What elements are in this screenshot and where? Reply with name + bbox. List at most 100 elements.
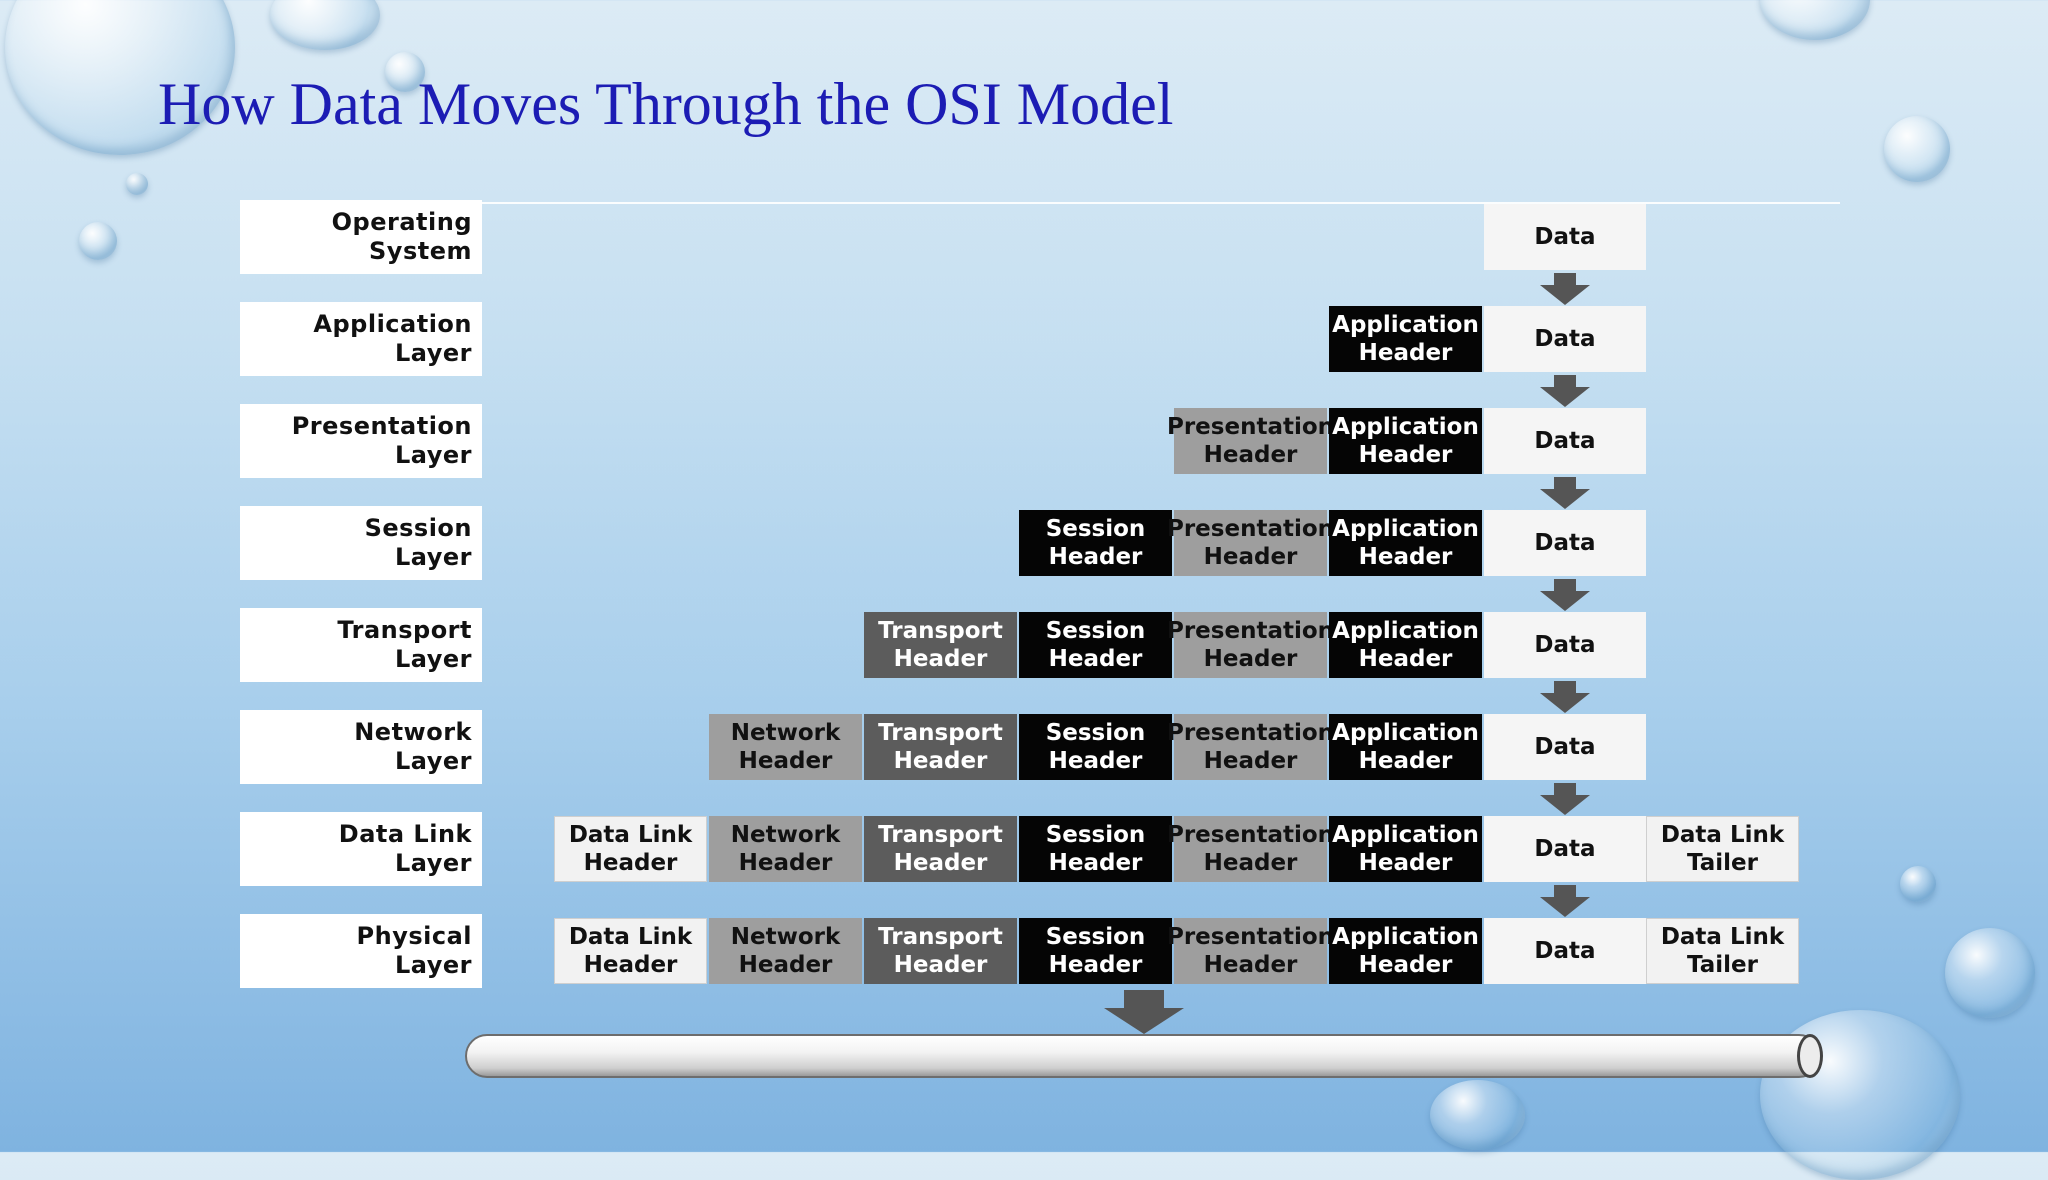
layer-label-line: Layer (394, 543, 472, 571)
layer-label-line: Layer (394, 849, 472, 877)
cell-text-line: Session (1045, 720, 1146, 746)
cell-text-line: Header (1048, 646, 1143, 672)
cell-text-line: Header (1358, 544, 1453, 570)
transmission-medium-pipe (465, 1034, 1821, 1078)
cell-text-line: Header (1048, 544, 1143, 570)
cell-text-line: Header (1203, 442, 1298, 468)
cell-text-line: Data (1534, 224, 1596, 250)
water-droplet-decoration (1945, 928, 2035, 1018)
down-arrow-icon (1540, 273, 1590, 305)
cell-text-line: Application (1332, 414, 1479, 440)
layer-label-line: Operating (331, 208, 472, 236)
cell-text-line: Header (583, 850, 678, 876)
cell-text-line: Data Link (568, 822, 693, 848)
cell-text-line: Application (1332, 618, 1479, 644)
cell-text-line: Data (1534, 632, 1596, 658)
layer-label-line: Transport (337, 616, 472, 644)
data-block: Data (1484, 510, 1646, 576)
data-block: Data (1484, 306, 1646, 372)
layer-label-line: Physical (356, 922, 472, 950)
data-block: Data (1484, 816, 1646, 882)
cell-text-line: Data Link (1660, 822, 1785, 848)
down-arrow-icon (1540, 579, 1590, 611)
down-arrow-icon (1540, 375, 1590, 407)
cell-text-line: Header (1358, 952, 1453, 978)
cell-text-line: Header (1358, 646, 1453, 672)
cell-text-line: Header (738, 748, 833, 774)
cell-text-line: Data (1534, 530, 1596, 556)
cell-text-line: Header (1358, 748, 1453, 774)
cell-text-line: Header (1048, 850, 1143, 876)
water-droplet-decoration (1760, 0, 1870, 40)
layer-label-line: System (369, 237, 472, 265)
cell-text-line: Data (1534, 428, 1596, 454)
cell-text-line: Presentation (1166, 414, 1335, 440)
layer-label-line: Presentation (291, 412, 472, 440)
cell-text-line: Header (1203, 850, 1298, 876)
cell-text-line: Data (1534, 326, 1596, 352)
data-block: Data (1484, 918, 1646, 984)
cell-text-line: Header (738, 850, 833, 876)
cell-text-line: Header (738, 952, 833, 978)
cell-text-line: Application (1332, 516, 1479, 542)
layer-label-line: Layer (394, 747, 472, 775)
divider-line (240, 202, 1840, 204)
data-block: Data (1484, 408, 1646, 474)
cell-text-line: Header (1203, 748, 1298, 774)
cell-text-line: Presentation (1166, 720, 1335, 746)
layer-label-line: Layer (394, 339, 472, 367)
cell-text-line: Transport (878, 822, 1003, 848)
cell-text-line: Tailer (1687, 850, 1758, 876)
cell-text-line: Application (1332, 720, 1479, 746)
cell-text-line: Header (893, 952, 988, 978)
cell-text-line: Data Link (1660, 924, 1785, 950)
water-droplet-decoration (126, 173, 148, 195)
cell-text-line: Header (1203, 544, 1298, 570)
cell-text-line: Network (730, 924, 841, 950)
water-droplet-decoration (1430, 1080, 1525, 1150)
cell-text-line: Application (1332, 822, 1479, 848)
cell-text-line: Header (893, 748, 988, 774)
layer-label-line: Layer (394, 951, 472, 979)
water-droplet-decoration (270, 0, 380, 50)
cell-text-line: Session (1045, 924, 1146, 950)
cell-text-line: Header (1203, 952, 1298, 978)
data-block: Data (1484, 204, 1646, 270)
data-block: Data (1484, 612, 1646, 678)
cell-text-line: Header (1048, 952, 1143, 978)
layer-label-line: Data Link (338, 820, 472, 848)
slide-title: How Data Moves Through the OSI Model (158, 71, 1174, 137)
down-arrow-icon (1540, 681, 1590, 713)
cell-text-line: Header (1048, 748, 1143, 774)
cell-text-line: Data Link (568, 924, 693, 950)
cell-text-line: Header (1203, 646, 1298, 672)
cell-text-line: Transport (878, 924, 1003, 950)
layer-label-line: Layer (394, 441, 472, 469)
water-droplet-decoration (385, 52, 425, 92)
cell-text-line: Session (1045, 822, 1146, 848)
cell-text-line: Data (1534, 938, 1596, 964)
